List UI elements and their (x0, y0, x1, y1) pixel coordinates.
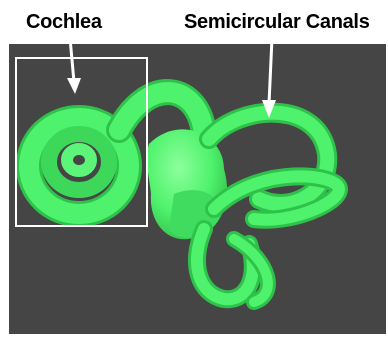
cochlea-label: Cochlea (26, 10, 102, 34)
semicircular-canals-label: Semicircular Canals (184, 10, 370, 34)
inner-ear-render (9, 44, 386, 334)
